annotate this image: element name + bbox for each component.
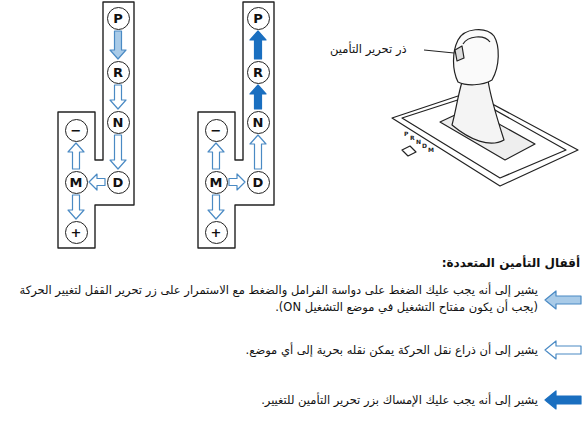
gear-circle: R <box>247 61 270 84</box>
shift-arrow <box>68 195 84 219</box>
legend-arrow <box>545 291 581 409</box>
gear-circle: R <box>107 61 130 84</box>
shift-arrow <box>250 85 266 109</box>
console-mark: D <box>422 143 427 149</box>
shift-arrow <box>110 85 126 109</box>
console-mark: R <box>410 135 415 141</box>
shift-arrow <box>250 135 266 169</box>
legend-text: يشير إلى أنه يجب عليك الضغط على دواسة ال… <box>4 282 538 316</box>
legend-text: يشير إلى أنه يجب عليك الإمساك بزر تحرير … <box>4 392 538 409</box>
gear-letter: P <box>253 12 263 25</box>
gear-letter: M <box>210 176 223 189</box>
legend-text: يشير إلى أن ذراع نقل الحركة يمكن نقله بح… <box>4 342 538 359</box>
shift-gate <box>58 2 134 248</box>
diagram-title: أقفال التأمين المتعددة: <box>442 256 580 270</box>
gear-letter: − <box>71 124 82 137</box>
gear-circle: N <box>247 111 270 134</box>
gear-circle: + <box>205 221 228 244</box>
shift-arrow <box>229 174 245 190</box>
gear-circle: M <box>65 171 88 194</box>
gear-circle: − <box>205 119 228 142</box>
shift-arrow <box>208 143 224 169</box>
gear-circle: P <box>247 7 270 30</box>
shift-arrow <box>89 174 105 190</box>
gear-letter: R <box>113 66 123 79</box>
shift-arrow <box>208 195 224 219</box>
part-label: ذر تحرير التأمين <box>330 42 422 56</box>
gear-letter: M <box>70 176 83 189</box>
gear-letter: − <box>211 124 222 137</box>
gear-letter: D <box>253 176 264 189</box>
shift-arrow <box>110 135 126 169</box>
gear-letter: + <box>211 226 222 239</box>
gear-circle: P <box>107 7 130 30</box>
gear-letter: + <box>71 226 82 239</box>
shift-arrow <box>110 31 126 59</box>
gear-letter: R <box>253 66 263 79</box>
shift-lever <box>392 30 578 186</box>
gear-circle: D <box>247 171 270 194</box>
gear-circle: D <box>107 171 130 194</box>
console-mark: N <box>416 139 421 145</box>
console-mark: M <box>428 147 434 153</box>
console-mark: P <box>404 131 408 137</box>
gear-letter: N <box>113 116 124 129</box>
leader-line <box>424 50 454 53</box>
gear-letter: P <box>113 12 123 25</box>
gear-letter: N <box>253 116 264 129</box>
gear-circle: + <box>65 221 88 244</box>
gear-circle: M <box>205 171 228 194</box>
gear-circle: − <box>65 119 88 142</box>
gear-letter: D <box>113 176 124 189</box>
gear-circle: N <box>107 111 130 134</box>
shift-gate <box>198 2 274 248</box>
shift-arrow <box>250 31 266 59</box>
shift-arrow <box>68 143 84 169</box>
